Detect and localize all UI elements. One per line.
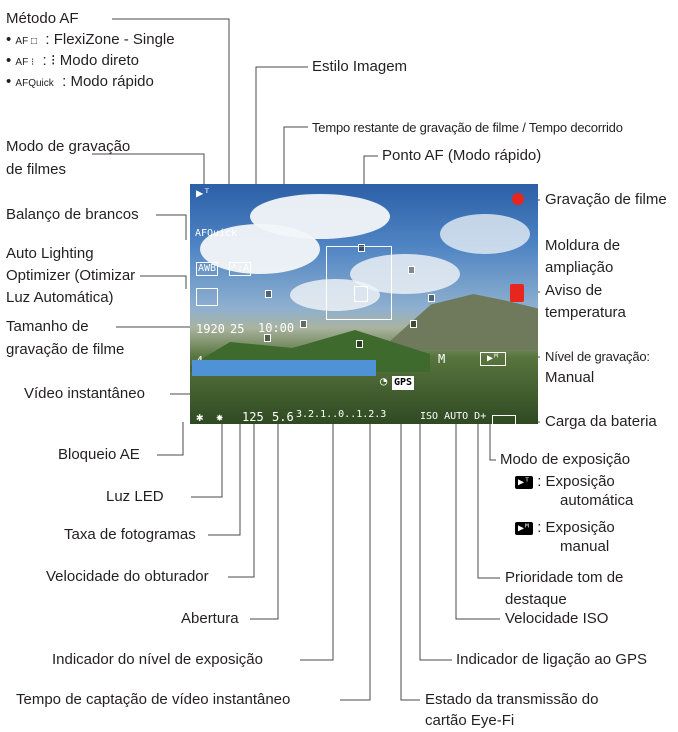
af-point (358, 244, 365, 252)
af-point (265, 290, 272, 298)
label-moldura-1: Moldura de (545, 237, 621, 254)
label-modo-gravacao-1: Modo de gravação (6, 138, 131, 155)
label-luz-led: Luz LED (106, 488, 164, 505)
label-indicador-exposicao: Indicador do nível de exposição (52, 651, 263, 668)
iso-speed: ISO AUTO D+ (420, 411, 487, 422)
movie-manual-icon: ▶ᴹ (515, 521, 534, 535)
gps-icon: GPS (392, 376, 415, 390)
movie-auto-icon: ▶ᵀ (515, 475, 534, 489)
ae-lock-icon: ✱ (196, 410, 204, 424)
af-mode-row: • AFQuick : Modo rápido (6, 73, 154, 90)
record-indicator (512, 193, 524, 205)
label-velocidade-iso: Velocidade ISO (505, 610, 609, 627)
label-estado-eyefi-1: Estado da transmissão do (425, 691, 599, 708)
label-gravacao-filme: Gravação de filme (545, 191, 667, 208)
af-mode-prefix: AF ⁝ (15, 57, 35, 68)
movie-mode-icon: ▶ᵀ (196, 186, 211, 200)
label-modo-exposicao: Modo de exposição (500, 451, 631, 468)
label-prioridade-1: Prioridade tom de (505, 569, 624, 586)
label-ponto-af: Ponto AF (Modo rápido) (382, 147, 542, 164)
aperture-value: 5.6 (272, 410, 294, 424)
temperature-warning-icon (510, 284, 524, 302)
af-point (410, 320, 417, 328)
snapshot-progress-bar (192, 360, 376, 376)
exposure-mode-text-2: manual (560, 538, 610, 555)
label-nivel-gravacao-2: Manual (545, 369, 595, 386)
exposure-mode-icon: ▶ᴹ (480, 352, 506, 366)
af-point-quick (354, 286, 368, 302)
shutter-speed: 125 (242, 410, 264, 424)
label-bloqueio-ae: Bloqueio AE (58, 446, 140, 463)
af-point (300, 320, 307, 328)
af-mode-text: : ⁝ Modo direto (42, 52, 139, 69)
af-mode-prefix: AFQuick (15, 78, 54, 89)
label-velocidade-obturador: Velocidade do obturador (46, 568, 209, 585)
label-tempo-restante: Tempo restante de gravação de filme / Te… (312, 120, 623, 135)
label-indicador-gps: Indicador de ligação ao GPS (456, 651, 647, 668)
exposure-scale: 3.2.1..0..1.2.3 (296, 409, 387, 420)
led-icon: ✸ (216, 410, 224, 424)
cloud (440, 214, 530, 254)
label-nivel-gravacao-1: Nível de gravação: (545, 349, 650, 364)
af-point (356, 340, 363, 348)
label-moldura-2: ampliação (545, 259, 614, 276)
af-mode-row: • AF □ : FlexiZone - Single (6, 31, 175, 48)
label-modo-gravacao-2: de filmes (6, 161, 67, 178)
label-auto-lighting-3: Luz Automática) (6, 289, 114, 306)
af-point (264, 334, 271, 342)
exposure-mode-text-2: automática (560, 492, 634, 509)
auto-lighting-icon (196, 288, 218, 306)
label-tamanho-2: gravação de filme (6, 341, 125, 358)
af-quick-indicator: AFQuick (195, 228, 238, 239)
label-abertura: Abertura (181, 610, 239, 627)
label-balanco-brancos: Balanço de brancos (6, 206, 139, 223)
label-aviso-temp-2: temperatura (545, 304, 626, 321)
live-view-screen: ▶ᵀ AFQuick AWB ᴬ:A 1920 25 10:00 4 M ▶ᴹ … (190, 184, 538, 424)
af-mode-row: • AF ⁝ : ⁝ Modo direto (6, 52, 139, 69)
label-prioridade-2: destaque (505, 591, 567, 608)
label-taxa-fotogramas: Taxa de fotogramas (64, 526, 196, 543)
exposure-mode-text: : Exposição (537, 473, 615, 490)
picture-style-icon: ᴬ:A (229, 262, 252, 276)
cloud (290, 279, 380, 311)
label-auto-lighting-2: Optimizer (Otimizar (6, 267, 136, 284)
label-estilo-imagem: Estilo Imagem (312, 58, 408, 75)
magnify-frame (326, 246, 392, 320)
exposure-mode-manual: ▶ᴹ : Exposição (515, 519, 615, 537)
af-mode-prefix: AF □ (15, 36, 38, 47)
af-mode-text: : Modo rápido (62, 73, 154, 90)
frame-rate-icon: 25 (230, 322, 245, 336)
af-point (408, 266, 415, 274)
battery-icon (492, 415, 516, 424)
label-video-instantaneo: Vídeo instantâneo (24, 385, 145, 402)
eyefi-icon: ◔ (380, 374, 388, 388)
time-remaining: 10:00 (258, 321, 295, 335)
label-tamanho-1: Tamanho de (6, 318, 89, 335)
white-balance-icon: AWB (196, 262, 219, 276)
label-carga-bateria: Carga da bateria (545, 413, 657, 430)
exposure-mode-text: : Exposição (537, 519, 615, 536)
exposure-mode-auto: ▶ᵀ : Exposição (515, 473, 615, 491)
label-auto-lighting-1: Auto Lighting (6, 245, 94, 262)
cloud (250, 194, 390, 239)
label-metodo-af: Método AF (6, 10, 79, 27)
label-estado-eyefi-2: cartão Eye-Fi (425, 712, 515, 729)
audio-level-icon: M (438, 352, 446, 366)
af-mode-text: : FlexiZone - Single (45, 31, 175, 48)
movie-size-icon: 1920 (196, 322, 225, 336)
af-point (428, 294, 435, 302)
label-aviso-temp-1: Aviso de (545, 282, 603, 299)
label-tempo-captacao: Tempo de captação de vídeo instantâneo (16, 691, 291, 708)
